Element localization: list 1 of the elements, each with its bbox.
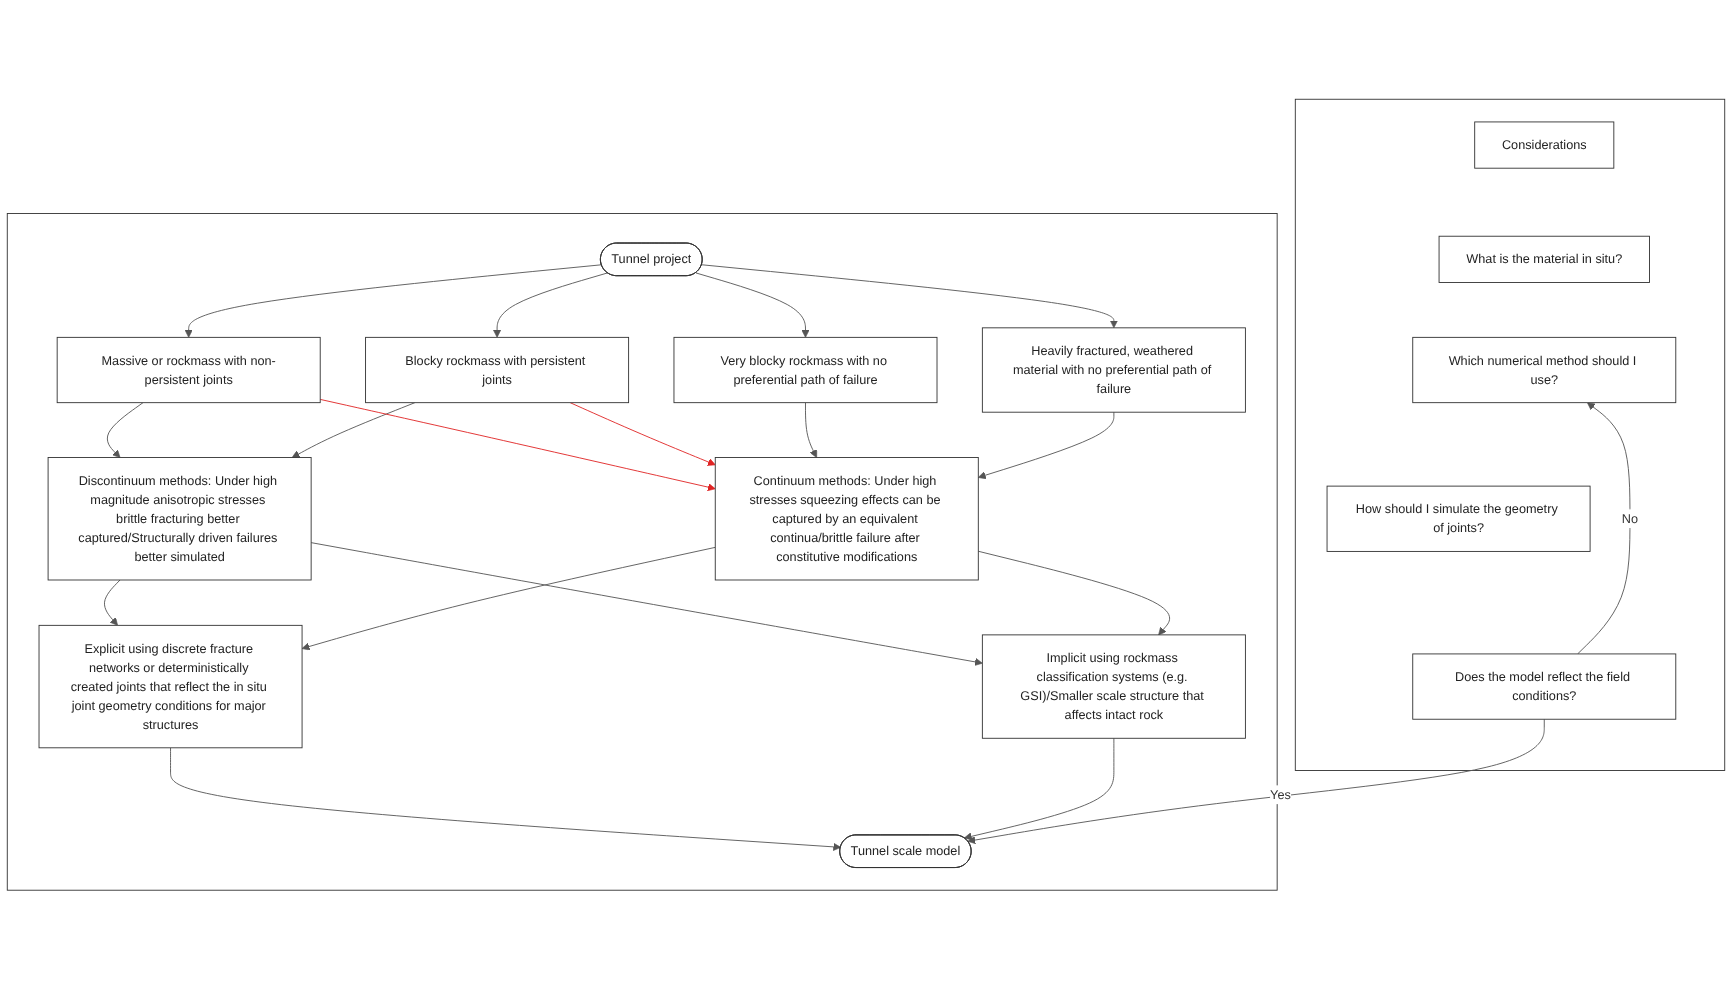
cluster — [1294, 98, 1726, 771]
